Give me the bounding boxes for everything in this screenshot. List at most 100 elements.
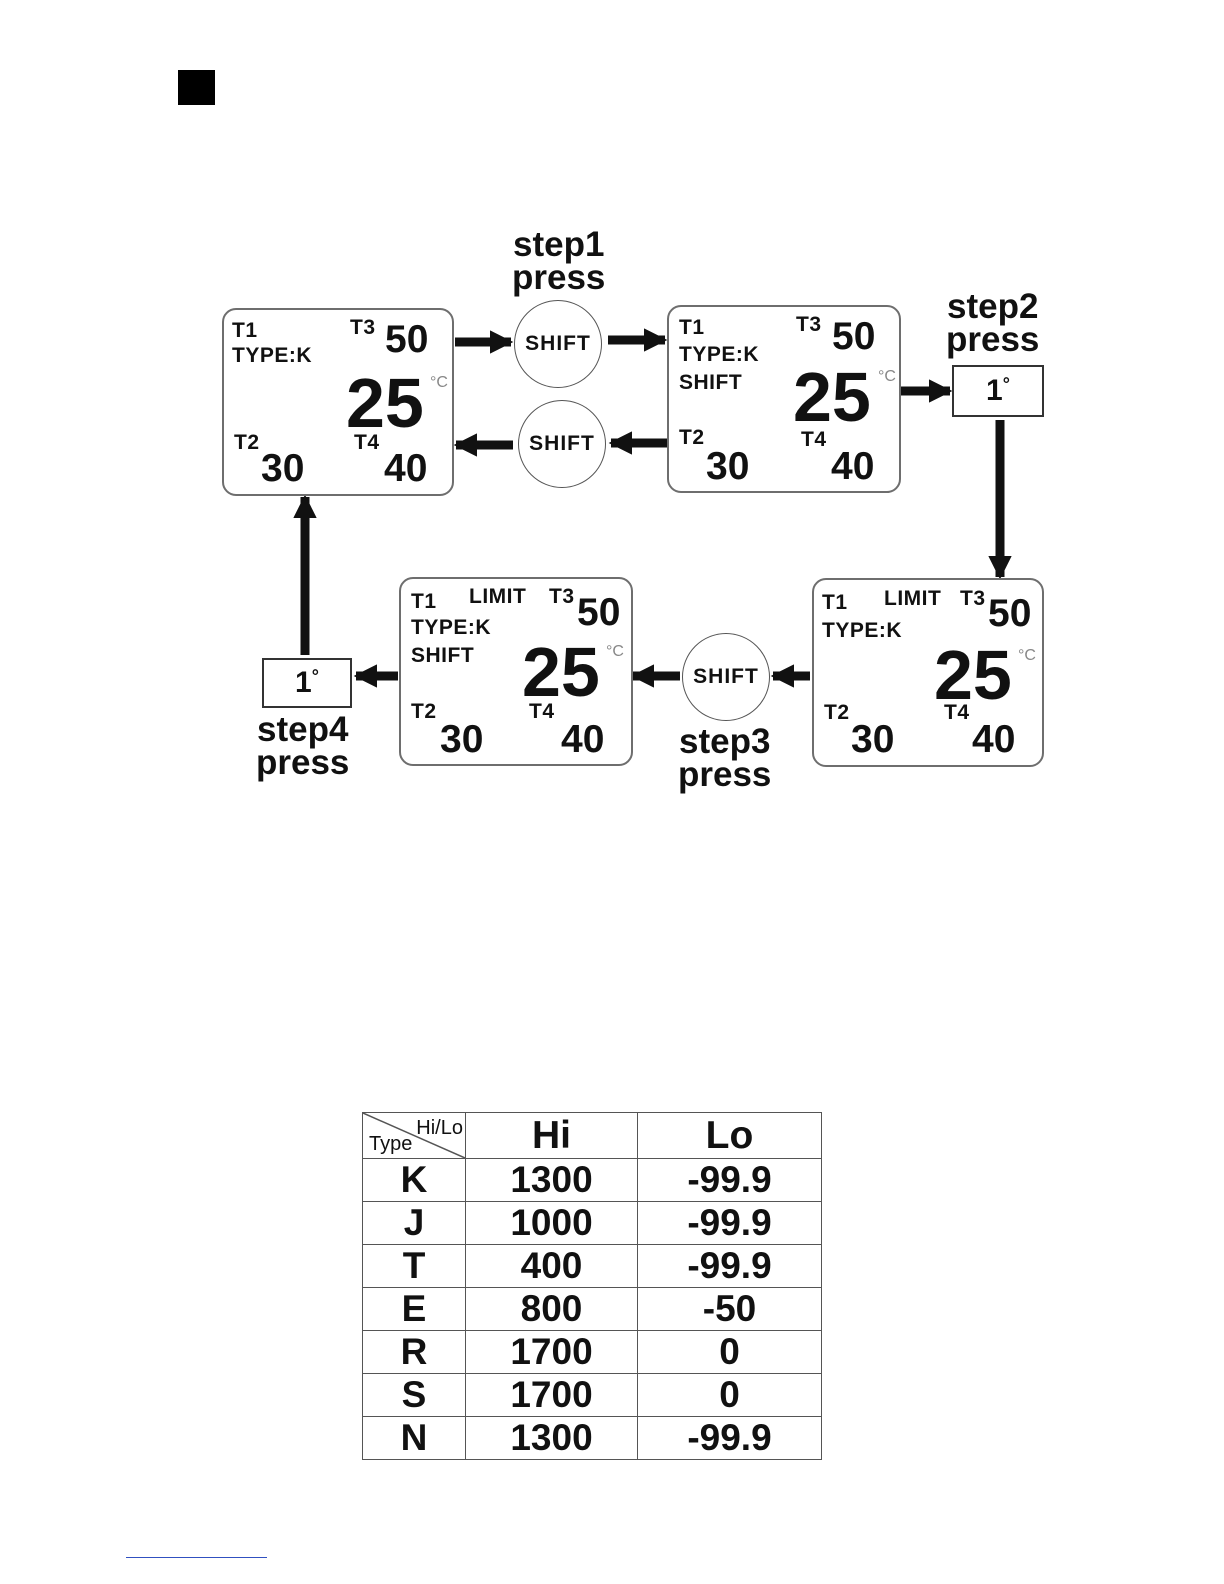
shift-button-step3[interactable]: SHIFT — [682, 633, 770, 721]
step3-caption: step3 press — [678, 722, 772, 794]
cell-hi: 800 — [465, 1287, 638, 1331]
t3-label: T3 — [960, 587, 986, 610]
type-label: TYPE:K — [679, 343, 760, 366]
shift-button-step1[interactable]: SHIFT — [514, 300, 602, 388]
step2-caption: step2 press — [946, 287, 1040, 359]
main-temperature: 25 — [934, 636, 1012, 714]
cell-hi: 1000 — [465, 1201, 638, 1245]
t3-label: T3 — [549, 585, 575, 608]
cell-hi: 400 — [465, 1244, 638, 1288]
t4-label: T4 — [354, 431, 380, 454]
corner-type-label: Type — [369, 1133, 413, 1155]
t2-value: 30 — [440, 718, 484, 761]
cell-type: T — [362, 1244, 466, 1288]
cell-lo: -99.9 — [637, 1416, 822, 1460]
cell-type: E — [362, 1287, 466, 1331]
cell-hi: 1300 — [465, 1158, 638, 1202]
up-key-label: 1 — [295, 666, 312, 699]
type-label: TYPE:K — [822, 619, 903, 642]
t4-value: 40 — [384, 447, 428, 490]
up-key-label: 1 — [986, 374, 1003, 407]
t2-label: T2 — [411, 700, 437, 723]
up-arrow-icon: ° — [311, 665, 319, 686]
t3-value: 50 — [988, 592, 1032, 635]
t3-value: 50 — [385, 318, 429, 361]
section-bullet-square — [178, 70, 215, 105]
cell-hi: 1300 — [465, 1416, 638, 1460]
footer-rule — [126, 1557, 267, 1558]
main-temperature: 25 — [522, 633, 600, 711]
step2-label: step2 — [946, 287, 1039, 326]
t4-label: T4 — [801, 428, 827, 451]
up-key-step4[interactable]: 1° — [262, 658, 352, 708]
step1-caption: step1 press — [512, 225, 605, 295]
step2-press-label: press — [946, 320, 1040, 359]
cell-hi: 1700 — [465, 1373, 638, 1417]
type-label: TYPE:K — [411, 616, 492, 639]
display-screen-2: T1 TYPE:K SHIFT T3 50 25 °C T2 30 T4 40 — [667, 305, 901, 493]
t2-value: 30 — [851, 718, 895, 761]
t1-label: T1 — [679, 316, 705, 339]
unit-label: °C — [606, 643, 624, 660]
cell-type: S — [362, 1373, 466, 1417]
t4-value: 40 — [561, 718, 605, 761]
t2-label: T2 — [234, 431, 260, 454]
t4-label: T4 — [944, 701, 970, 724]
t2-label: T2 — [824, 701, 850, 724]
up-key-step2[interactable]: 1° — [952, 365, 1044, 417]
corner-hilo-label: Hi/Lo — [416, 1117, 463, 1139]
cell-lo: 0 — [637, 1373, 822, 1417]
step4-label: step4 — [256, 710, 349, 749]
cell-hi: 1700 — [465, 1330, 638, 1374]
step3-press-label: press — [678, 755, 772, 794]
step3-label: step3 — [678, 722, 771, 761]
cell-type: K — [362, 1158, 466, 1202]
limit-indicator: LIMIT — [469, 585, 527, 608]
t3-value: 50 — [577, 591, 621, 634]
t2-value: 30 — [706, 445, 750, 488]
shift-indicator: SHIFT — [679, 371, 743, 394]
display-screen-4: T1 LIMIT T3 50 TYPE:K SHIFT 25 °C T2 30 … — [399, 577, 633, 766]
unit-label: °C — [878, 368, 896, 385]
main-temperature: 25 — [793, 358, 871, 436]
step1-label: step1 — [512, 225, 605, 264]
cell-lo: 0 — [637, 1330, 822, 1374]
shift-indicator: SHIFT — [411, 644, 475, 667]
t3-value: 50 — [832, 315, 876, 358]
shift-button-return[interactable]: SHIFT — [518, 400, 606, 488]
t2-value: 30 — [261, 447, 305, 490]
t1-label: T1 — [411, 590, 437, 613]
t3-label: T3 — [796, 313, 822, 336]
up-arrow-icon: ° — [1002, 373, 1010, 394]
t4-label: T4 — [529, 700, 555, 723]
type-label: TYPE:K — [232, 344, 313, 367]
cell-type: N — [362, 1416, 466, 1460]
t4-value: 40 — [831, 445, 875, 488]
column-header-lo: Lo — [637, 1112, 822, 1159]
step4-press-label: press — [256, 743, 350, 782]
cell-lo: -99.9 — [637, 1158, 822, 1202]
display-screen-3: T1 LIMIT T3 50 TYPE:K 25 °C T2 30 T4 40 — [812, 578, 1044, 767]
cell-type: R — [362, 1330, 466, 1374]
t1-label: T1 — [822, 591, 848, 614]
display-screen-1: T1 TYPE:K T3 50 25 °C T2 30 T4 40 — [222, 308, 454, 496]
t2-label: T2 — [679, 426, 705, 449]
t4-value: 40 — [972, 718, 1016, 761]
step4-caption: step4 press — [256, 710, 350, 782]
cell-lo: -50 — [637, 1287, 822, 1331]
column-header-hi: Hi — [465, 1112, 638, 1159]
t3-label: T3 — [350, 316, 376, 339]
t1-label: T1 — [232, 319, 258, 342]
cell-type: J — [362, 1201, 466, 1245]
table-corner-cell: Type Hi/Lo — [362, 1112, 466, 1159]
corner-diagonal — [363, 1113, 465, 1158]
cell-lo: -99.9 — [637, 1244, 822, 1288]
